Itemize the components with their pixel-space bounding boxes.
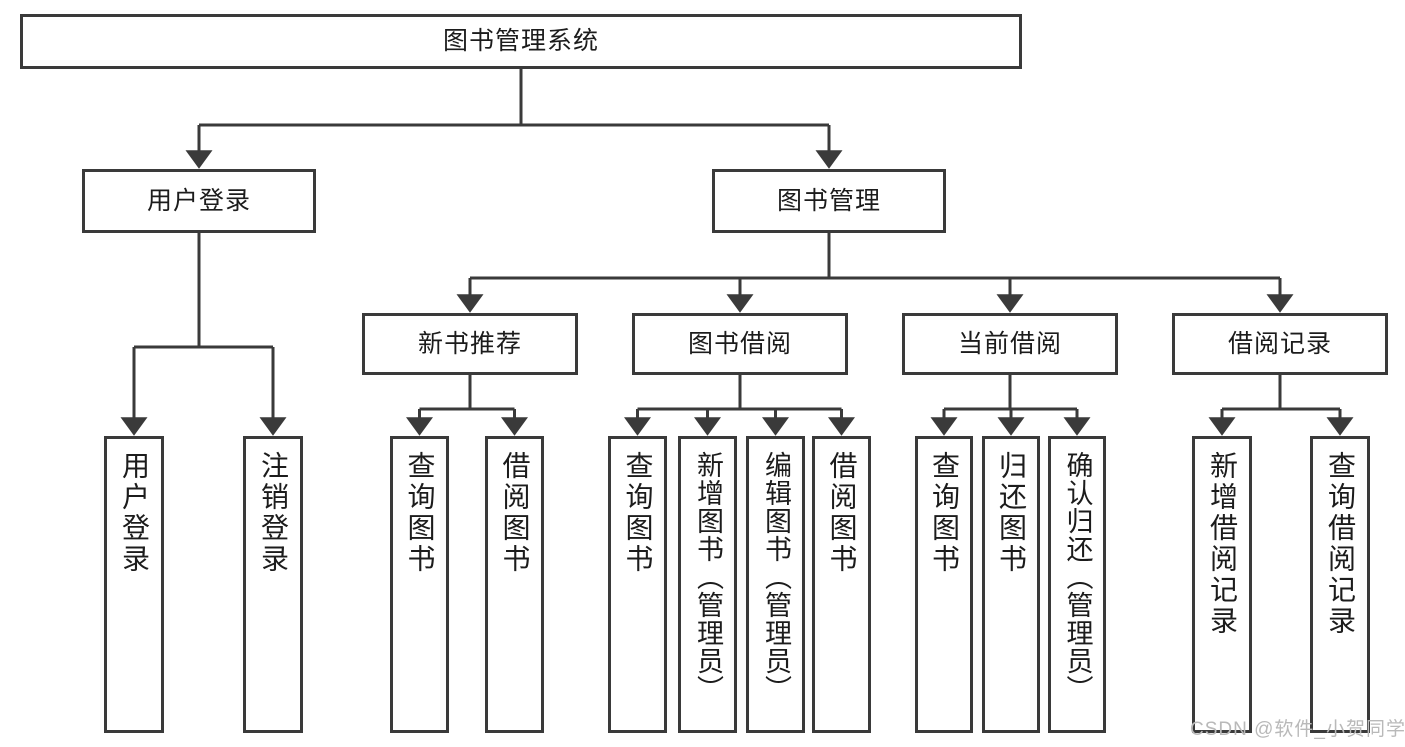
node-current-borrow[interactable]: 当前借阅 xyxy=(902,313,1118,375)
node-label: 查询图书 xyxy=(622,451,654,575)
watermark: CSDN @软件_小贺同学 xyxy=(1190,719,1405,740)
node-book-borrow[interactable]: 图书借阅 xyxy=(632,313,848,375)
node-label: 注销登录 xyxy=(258,451,289,575)
node-label: 图书管理 xyxy=(776,186,881,215)
node-leaf-borrow-book-1[interactable]: 借阅图书 xyxy=(485,436,544,733)
node-leaf-query-book-2[interactable]: 查询图书 xyxy=(608,436,667,733)
node-leaf-query-book-1[interactable]: 查询图书 xyxy=(390,436,449,733)
node-new-book-recommend[interactable]: 新书推荐 xyxy=(362,313,578,375)
node-leaf-return-book[interactable]: 归还图书 xyxy=(982,436,1040,733)
node-label: 新书推荐 xyxy=(417,329,522,358)
node-label: 编辑图书（管理员） xyxy=(761,451,791,703)
node-leaf-add-record[interactable]: 新增借阅记录 xyxy=(1192,436,1252,733)
node-label: 图书借阅 xyxy=(687,329,792,358)
node-label: 查询图书 xyxy=(929,451,960,575)
node-leaf-query-book-3[interactable]: 查询图书 xyxy=(915,436,973,733)
node-label: 新增借阅记录 xyxy=(1207,451,1238,637)
node-leaf-confirm-return[interactable]: 确认归还（管理员） xyxy=(1048,436,1106,733)
node-leaf-add-book[interactable]: 新增图书（管理员） xyxy=(678,436,737,733)
node-label: 查询图书 xyxy=(404,451,436,575)
node-label: 借阅记录 xyxy=(1227,329,1332,358)
node-book-manage[interactable]: 图书管理 xyxy=(712,169,946,233)
node-label: 用户登录 xyxy=(119,451,150,575)
node-label: 借阅图书 xyxy=(499,451,531,575)
node-label: 归还图书 xyxy=(996,451,1027,575)
node-label: 当前借阅 xyxy=(957,329,1062,358)
node-leaf-logout[interactable]: 注销登录 xyxy=(243,436,303,733)
node-root[interactable]: 图书管理系统 xyxy=(20,14,1022,69)
node-leaf-borrow-book-2[interactable]: 借阅图书 xyxy=(812,436,871,733)
node-label: 新增图书（管理员） xyxy=(693,451,723,703)
node-label: 用户登录 xyxy=(146,186,251,215)
node-label: 查询借阅记录 xyxy=(1325,451,1356,637)
node-leaf-edit-book[interactable]: 编辑图书（管理员） xyxy=(746,436,805,733)
node-label: 确认归还（管理员） xyxy=(1062,451,1093,703)
node-leaf-query-record[interactable]: 查询借阅记录 xyxy=(1310,436,1370,733)
node-user-login[interactable]: 用户登录 xyxy=(82,169,316,233)
node-label: 借阅图书 xyxy=(826,451,858,575)
node-leaf-user-login[interactable]: 用户登录 xyxy=(104,436,164,733)
node-label: 图书管理系统 xyxy=(442,27,599,55)
node-borrow-record[interactable]: 借阅记录 xyxy=(1172,313,1388,375)
